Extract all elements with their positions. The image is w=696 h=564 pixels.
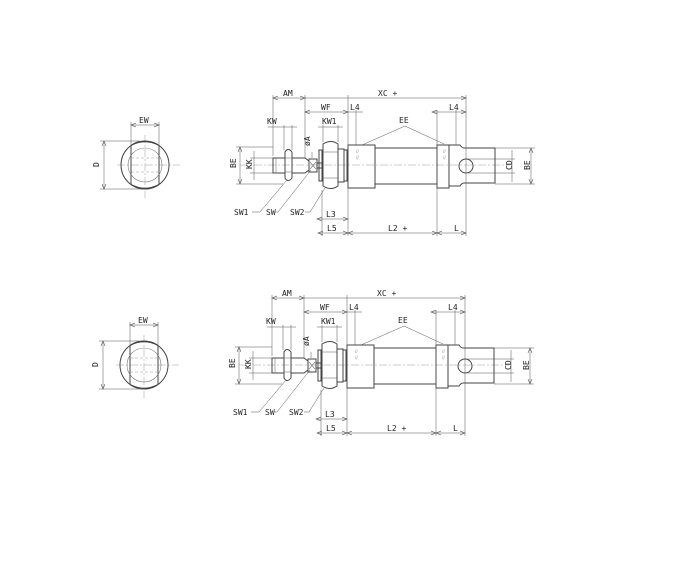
- kw1-label: KW1: [321, 317, 336, 326]
- end-view-bottom: EW D: [91, 316, 179, 398]
- ee-label: EE: [399, 116, 409, 125]
- cd-label: CD: [504, 360, 513, 370]
- cd-label: CD: [505, 160, 514, 170]
- svg-text://: //: [356, 155, 359, 160]
- ew-label: EW: [138, 316, 148, 325]
- l3-label: L3: [325, 410, 335, 419]
- d-label: D: [92, 162, 101, 167]
- kw1-label: KW1: [322, 117, 337, 126]
- drawing-bottom: EW D // //: [91, 289, 534, 436]
- svg-text://: //: [443, 155, 446, 160]
- svg-text://: //: [443, 149, 446, 154]
- ew-label: EW: [139, 116, 149, 125]
- kk-label: KK: [244, 359, 253, 369]
- d-label: D: [91, 362, 100, 367]
- l-label: L: [453, 424, 458, 433]
- am-label: AM: [282, 289, 292, 298]
- kw-label: KW: [267, 117, 277, 126]
- sw1-label: SW1: [234, 208, 249, 217]
- l5-label: L5: [326, 424, 336, 433]
- wf-label: WF: [321, 103, 331, 112]
- be-left-label: BE: [228, 358, 237, 368]
- be-right-label: BE: [523, 160, 532, 170]
- sw2-label: SW2: [290, 208, 305, 217]
- phi-a-label: øA: [303, 136, 312, 146]
- sw1-label: SW1: [233, 408, 248, 417]
- l4-front-label: L4: [349, 303, 359, 312]
- xc-label: XC +: [378, 89, 397, 98]
- sw-label: SW: [266, 208, 276, 217]
- svg-text://: //: [442, 355, 445, 360]
- be-right-label: BE: [522, 360, 531, 370]
- xc-label: XC +: [377, 289, 396, 298]
- end-view-top: EW D: [92, 116, 180, 198]
- l4-rear-label: L4: [449, 103, 459, 112]
- ee-label: EE: [398, 316, 408, 325]
- svg-text://: //: [355, 349, 358, 354]
- svg-text://: //: [356, 149, 359, 154]
- l2-label: L2 +: [388, 224, 407, 233]
- l5-label: L5: [327, 224, 337, 233]
- wf-label: WF: [320, 303, 330, 312]
- l-label: L: [454, 224, 459, 233]
- svg-text://: //: [442, 349, 445, 354]
- side-view-bottom: // // // // EE AM XC +: [228, 289, 534, 436]
- l4-rear-label: L4: [448, 303, 458, 312]
- svg-text://: //: [355, 355, 358, 360]
- phi-a-label: øA: [302, 336, 311, 346]
- kk-label: KK: [245, 159, 254, 169]
- sw-label: SW: [265, 408, 275, 417]
- drawing-top: EW D: [92, 89, 535, 236]
- side-view-top: // // // // EE: [229, 89, 535, 236]
- am-label: AM: [283, 89, 293, 98]
- be-left-label: BE: [229, 158, 238, 168]
- sw2-label: SW2: [289, 408, 304, 417]
- l2-label: L2 +: [387, 424, 406, 433]
- l4-front-label: L4: [350, 103, 360, 112]
- l3-label: L3: [326, 210, 336, 219]
- kw-label: KW: [266, 317, 276, 326]
